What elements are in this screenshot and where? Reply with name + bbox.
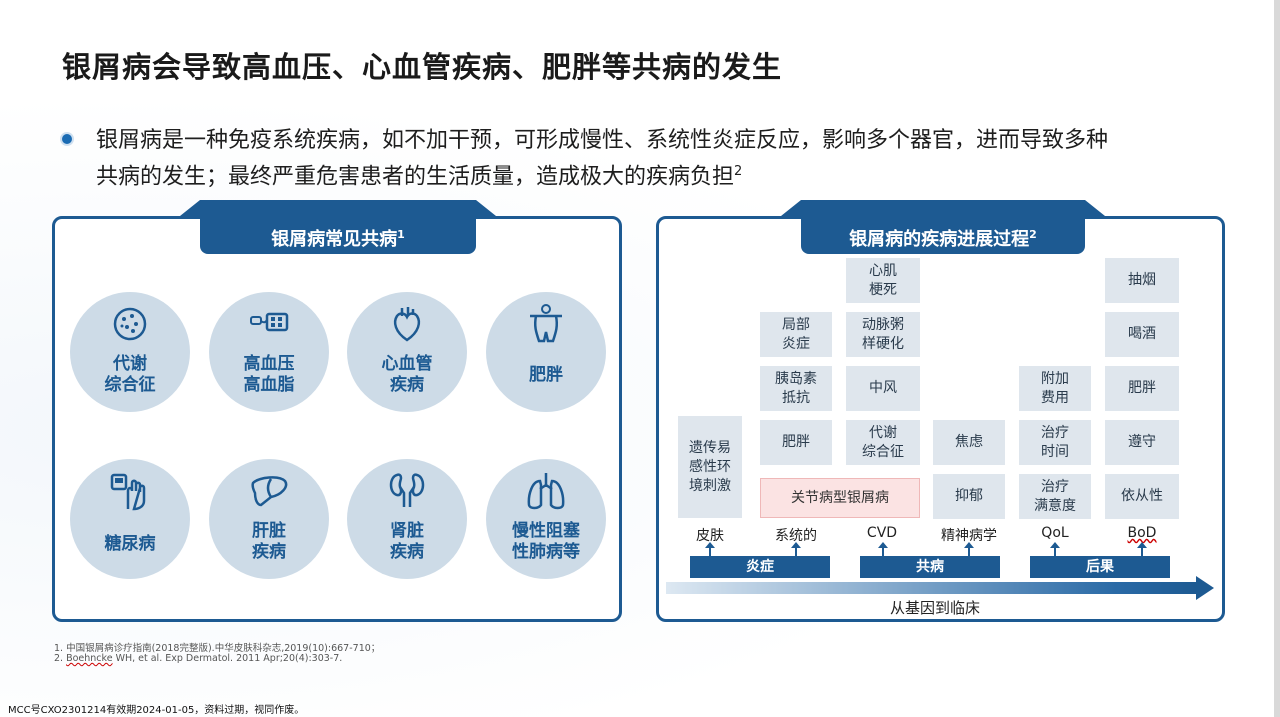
kidney-icon <box>389 473 425 507</box>
progression-box-mi: 心肌梗死 <box>846 258 920 303</box>
category-label-psychiatric: 精神病学 <box>941 528 997 544</box>
progression-arrow <box>666 582 1196 594</box>
up-arrow-icon <box>705 542 715 557</box>
liver-icon <box>251 476 288 507</box>
comorbidity-panel-header: 银屑病常见共病1 <box>180 200 496 254</box>
disease-circle-obesity: 肥胖 <box>486 292 606 412</box>
disease-circle-diabetes: 糖尿病 <box>70 459 190 579</box>
progression-box-satisfaction: 治疗满意度 <box>1019 474 1091 519</box>
up-arrow-icon <box>878 542 888 557</box>
bullet-text: 银屑病是一种免疫系统疾病，如不加干预，可形成慢性、系统性炎症反应，影响多个器官，… <box>96 128 1109 190</box>
right-edge-bar <box>1274 0 1280 717</box>
stage-bar-consequence: 后果 <box>1030 556 1170 578</box>
progression-box-drinking: 喝酒 <box>1105 312 1179 357</box>
progression-box-insulin-resistance: 胰岛素抵抗 <box>760 366 832 411</box>
progression-panel-header: 银屑病的疾病进展过程2 <box>781 200 1105 254</box>
stage-bar-inflammation: 炎症 <box>690 556 830 578</box>
progression-box-obesity: 肥胖 <box>760 420 832 465</box>
progression-box-extra-cost: 附加费用 <box>1019 366 1091 411</box>
disease-circle-liver: 肝脏疾病 <box>209 459 329 579</box>
disease-circle-cardiovascular: 心血管疾病 <box>347 292 467 412</box>
disease-circle-hypertension: 高血压高血脂 <box>209 292 329 412</box>
stage-bar-comorbidity: 共病 <box>860 556 1000 578</box>
progression-box-stroke: 中风 <box>846 366 920 411</box>
progression-box-psoriatic-arthritis: 关节病型银屑病 <box>760 478 920 518</box>
disease-circle-copd: 慢性阻塞性肺病等 <box>486 459 606 579</box>
body-icon <box>530 304 562 343</box>
category-label-systemic: 系统的 <box>775 528 817 544</box>
arrow-right-icon <box>1196 576 1214 600</box>
lungs-icon <box>527 473 565 510</box>
bullet-icon <box>60 132 74 146</box>
heart-icon <box>393 307 421 342</box>
progression-box-metabolic: 代谢综合征 <box>846 420 920 465</box>
progression-box-atherosclerosis: 动脉粥样硬化 <box>846 312 920 357</box>
progression-box-adherence: 遵守 <box>1105 420 1179 465</box>
category-label-skin: 皮肤 <box>696 528 724 544</box>
disease-circle-metabolic: 代谢综合征 <box>70 292 190 412</box>
progression-box-depression: 抑郁 <box>933 474 1005 519</box>
category-label-qol: QoL <box>1041 525 1069 541</box>
up-arrow-icon <box>1050 542 1060 557</box>
footnote-1: 1. 中国银屑病诊疗指南(2018完整版).中华皮肤科杂志,2019(10):6… <box>54 643 381 654</box>
progression-box-treatment-time: 治疗时间 <box>1019 420 1091 465</box>
comorbidity-panel: 银屑病常见共病1 代谢综合征 高血压高血脂 心血管疾病 <box>52 200 622 622</box>
blood-pressure-monitor-icon <box>250 312 289 332</box>
progression-box-genetics: 遗传易感性环境刺激 <box>678 416 742 518</box>
validity-notice: MCC号CXO2301214有效期2024-01-05，资料过期，视同作废。 <box>8 705 305 716</box>
progression-box-obesity-2: 肥胖 <box>1105 366 1179 411</box>
disease-circle-kidney: 肾脏疾病 <box>347 459 467 579</box>
progression-box-local-inflammation: 局部炎症 <box>760 312 832 357</box>
up-arrow-icon <box>1137 542 1147 557</box>
category-label-bod: BoD <box>1127 525 1157 541</box>
cell-icon <box>113 307 147 341</box>
footnote-2: 2. Boehncke WH, et al. Exp Dermatol. 201… <box>54 653 343 664</box>
up-arrow-icon <box>964 542 974 557</box>
page-title: 银屑病会导致高血压、心血管疾病、肥胖等共病的发生 <box>62 50 783 84</box>
glucose-meter-icon <box>110 473 146 511</box>
up-arrow-icon <box>791 542 801 557</box>
progression-box-compliance: 依从性 <box>1105 474 1179 519</box>
category-label-cvd: CVD <box>866 525 898 541</box>
progression-arrow-caption: 从基因到临床 <box>890 599 981 617</box>
progression-box-anxiety: 焦虑 <box>933 420 1005 465</box>
progression-box-smoking: 抽烟 <box>1105 258 1179 303</box>
